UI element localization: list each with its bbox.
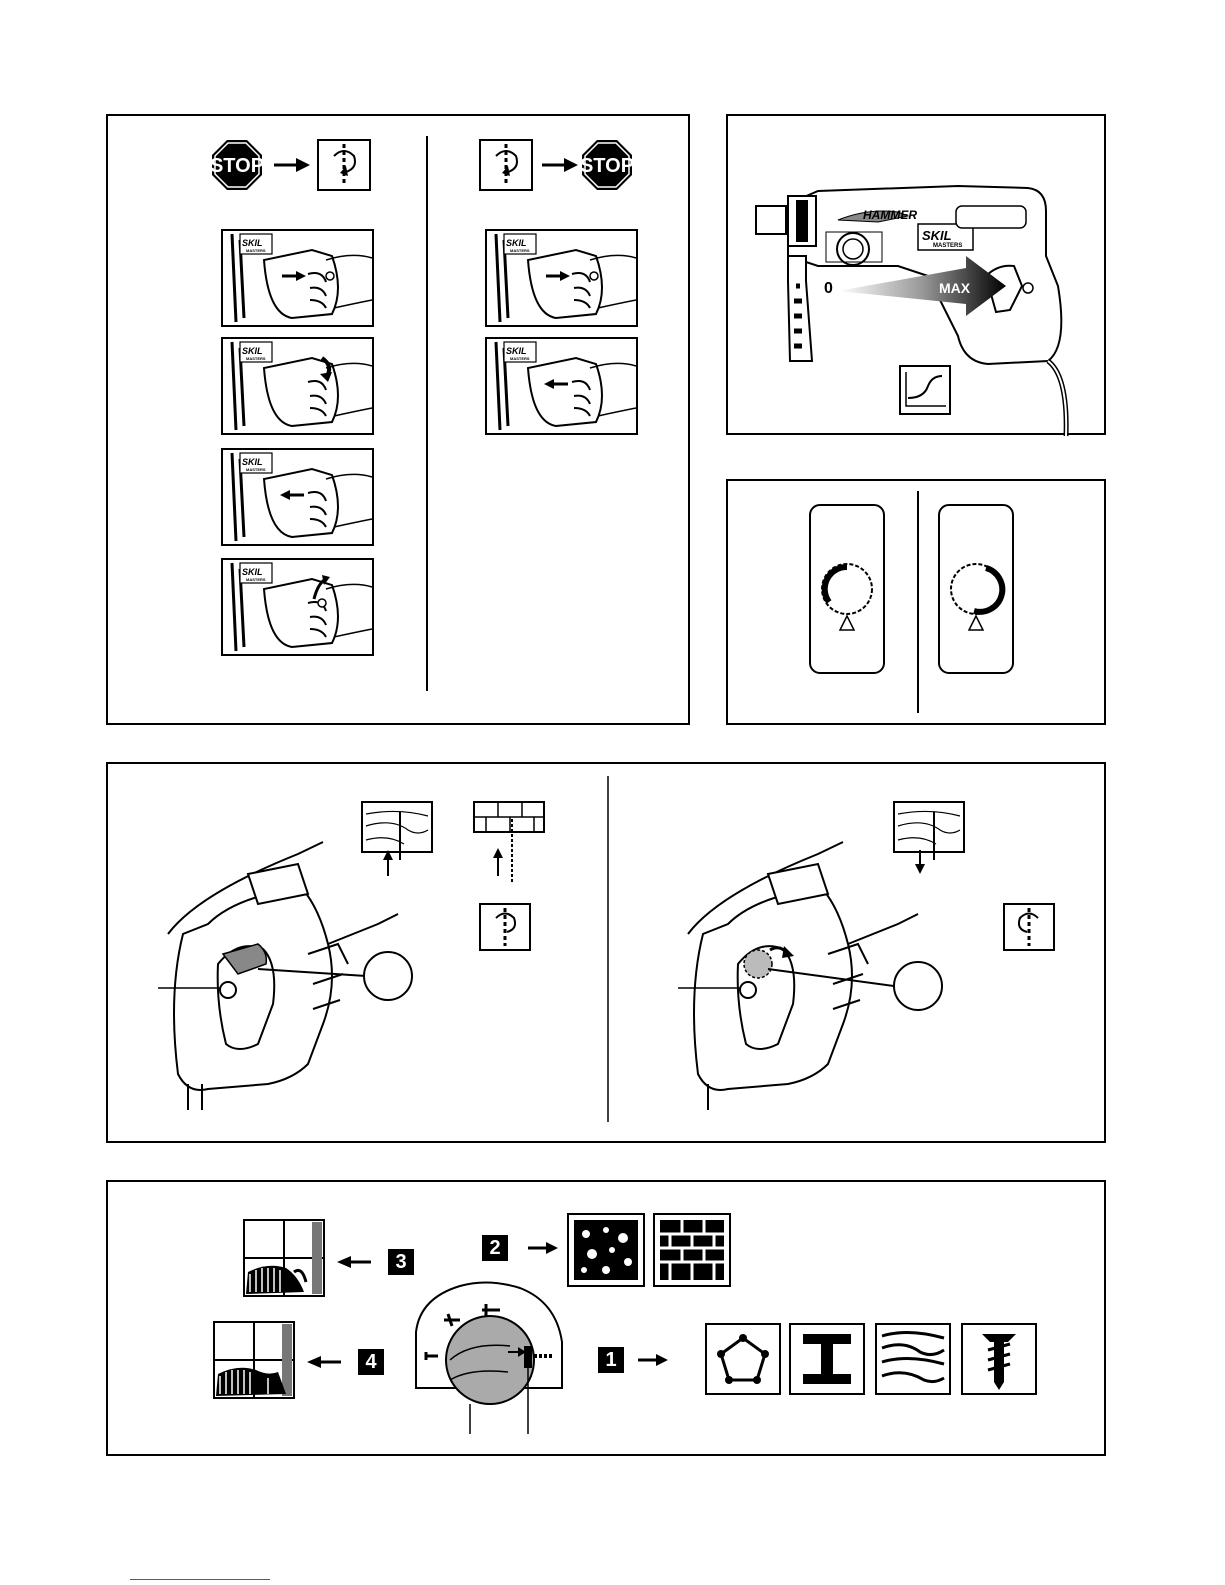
callout-circle	[894, 962, 942, 1010]
svg-text:SKIL: SKIL	[242, 567, 263, 577]
wood-screw-out-icon	[894, 802, 964, 874]
rotation-indicators	[728, 481, 1108, 727]
metal-beam-icon	[790, 1324, 864, 1394]
svg-text:MASTERS: MASTERS	[246, 248, 266, 253]
speed-panel: HAMMER SKIL MASTERS 0 MAX	[726, 114, 1106, 435]
mode-diagram	[108, 1182, 1108, 1458]
speed-min-label: 0	[824, 280, 833, 297]
speed-max-label: MAX	[939, 280, 971, 296]
arrow-left-icon	[307, 1356, 341, 1368]
mode-number-4: 4	[358, 1349, 384, 1375]
ceramic-icon	[706, 1324, 780, 1394]
svg-text:SKIL: SKIL	[242, 457, 263, 467]
screw-icon	[962, 1324, 1036, 1394]
brand-sub: MASTERS	[933, 243, 962, 249]
svg-text:MASTERS: MASTERS	[246, 467, 266, 472]
chisel-fixed-window-icon	[214, 1322, 294, 1398]
mode-number-2: 2	[482, 1235, 508, 1261]
hammer-drill-illustration: HAMMER SKIL MASTERS 0 MAX	[728, 116, 1108, 437]
chisel-window-icon	[244, 1220, 324, 1296]
arrow-right-icon	[274, 158, 310, 172]
wood-screw-in-icon	[362, 802, 432, 876]
mode-number-1: 1	[598, 1347, 624, 1373]
counterclockwise-indicator	[939, 505, 1013, 673]
brand-logo: SKIL	[922, 228, 952, 243]
rotation-forward-icon	[480, 904, 530, 950]
mode-selector-dial	[416, 1282, 562, 1434]
mode-panel: 3 2 4 1	[106, 1180, 1106, 1456]
rotation-icon	[480, 140, 532, 190]
direction-panel	[106, 762, 1106, 1143]
clockwise-indicator	[810, 505, 884, 673]
brick-drill-icon	[474, 802, 544, 884]
svg-text:SKIL: SKIL	[242, 346, 263, 356]
wood-grain-icon	[876, 1324, 950, 1394]
svg-text:SKIL: SKIL	[506, 346, 527, 356]
rotation-panel	[726, 479, 1106, 725]
drill-handle-reverse	[678, 842, 942, 1110]
model-label: HAMMER	[863, 208, 917, 222]
svg-text:SKIL: SKIL	[506, 238, 527, 248]
svg-text:MASTERS: MASTERS	[246, 577, 266, 582]
svg-text:MASTERS: MASTERS	[510, 248, 530, 253]
svg-text:MASTERS: MASTERS	[246, 356, 266, 361]
direction-diagram	[108, 764, 1108, 1145]
footer-link-line	[130, 1579, 270, 1580]
brick-wall-icon	[654, 1214, 730, 1286]
stop-sign-icon: STOP	[580, 140, 634, 190]
arrow-right-icon	[542, 158, 578, 172]
callout-circle	[364, 952, 412, 1000]
drill-handle-forward	[158, 842, 412, 1110]
arrow-right-icon	[528, 1242, 558, 1254]
rotation-icon	[318, 140, 370, 190]
svg-text:SKIL: SKIL	[242, 238, 263, 248]
mode-number-3: 3	[388, 1249, 414, 1275]
speed-curve-icon	[900, 366, 950, 414]
arrow-right-icon	[638, 1354, 668, 1366]
concrete-icon	[568, 1214, 644, 1286]
svg-text:MASTERS: MASTERS	[510, 356, 530, 361]
rotation-reverse-icon	[1004, 904, 1054, 950]
stop-label-left: STOP	[210, 155, 264, 177]
arrow-left-icon	[337, 1256, 371, 1268]
stop-label-right: STOP	[580, 155, 634, 177]
stop-sign-icon: STOP	[210, 140, 264, 190]
